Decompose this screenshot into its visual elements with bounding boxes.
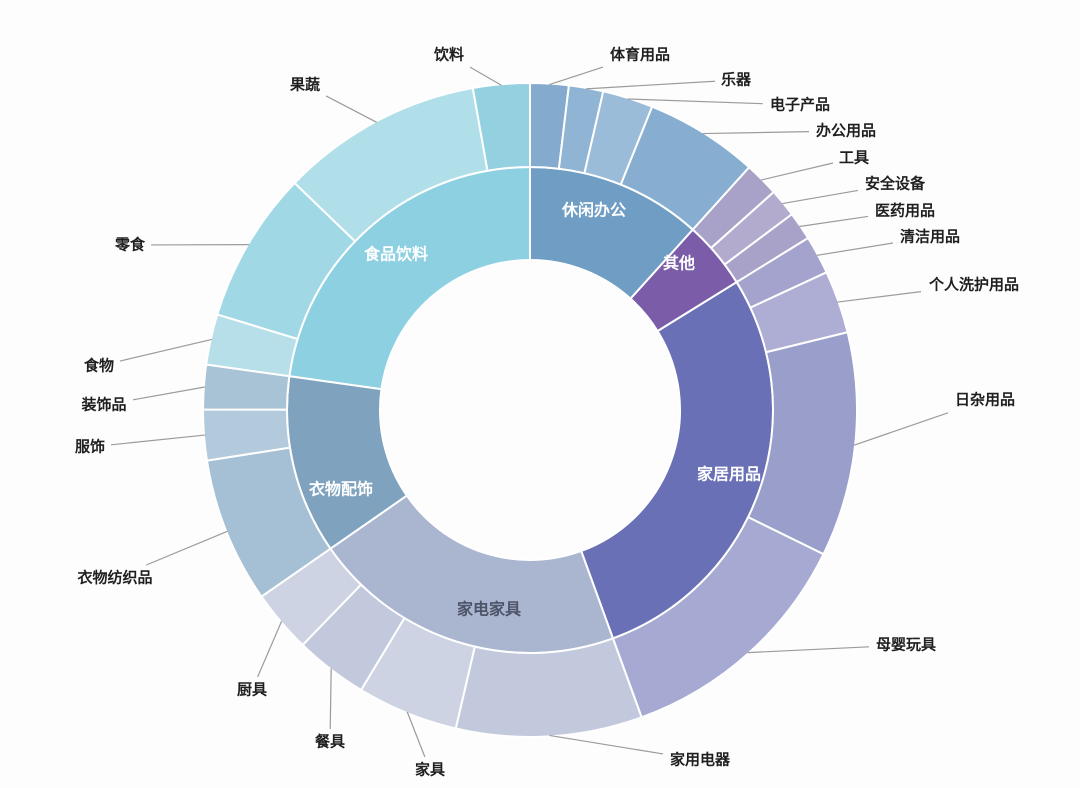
label-leader-line xyxy=(110,434,206,446)
label-leader-line xyxy=(816,242,894,256)
outer-segment-label: 餐具 xyxy=(315,733,345,751)
outer-segment-label: 母婴玩具 xyxy=(876,636,936,654)
label-leader-line xyxy=(329,668,332,730)
label-leader-line xyxy=(406,711,426,758)
label-leader-line xyxy=(146,530,228,566)
outer-segment-label: 家用电器 xyxy=(670,751,731,769)
outer-segment-label: 服饰 xyxy=(75,438,105,456)
inner-segment-label: 食品饮料 xyxy=(363,245,428,264)
label-leader-line xyxy=(585,80,716,90)
outer-segment-label: 乐器 xyxy=(721,71,752,89)
inner-segment-label: 其他 xyxy=(663,254,695,273)
outer-segment-label: 电子产品 xyxy=(770,96,830,114)
label-leader-line xyxy=(469,66,502,86)
outer-segment-label: 食物 xyxy=(84,357,114,375)
label-leader-line xyxy=(837,291,922,303)
inner-segment-label: 家居用品 xyxy=(697,465,761,484)
outer-segment-label: 零食 xyxy=(114,236,146,254)
label-leader-line xyxy=(760,162,834,181)
outer-segment-label: 家具 xyxy=(415,761,445,779)
label-leader-line xyxy=(627,98,764,105)
label-leader-line xyxy=(702,131,810,135)
outer-segment-label: 个人洗护用品 xyxy=(928,276,1019,294)
label-leader-line xyxy=(747,646,870,654)
inner-segment-label: 衣物配饰 xyxy=(309,480,373,499)
inner-segment-label: 家电家具 xyxy=(457,600,521,619)
outer-segment xyxy=(454,637,643,738)
label-leader-line xyxy=(549,734,664,755)
outer-segment-label: 工具 xyxy=(839,149,869,167)
label-leader-line xyxy=(119,338,212,362)
outer-segment-label: 果蔬 xyxy=(289,76,320,94)
outer-segment-label: 厨具 xyxy=(237,681,267,699)
label-leader-line xyxy=(257,620,283,678)
label-leader-line xyxy=(799,215,869,228)
inner-segment-label: 休闲办公 xyxy=(561,201,626,220)
label-leader-line xyxy=(325,95,377,123)
outer-segment-label: 装饰品 xyxy=(80,396,126,414)
outer-segment-label: 衣物纺织品 xyxy=(77,569,152,587)
outer-segment-label: 办公用品 xyxy=(816,122,876,140)
label-leader-line xyxy=(853,412,949,446)
label-leader-line xyxy=(549,66,604,86)
outer-segment-label: 饮料 xyxy=(433,46,464,64)
outer-segment-label: 清洁用品 xyxy=(900,228,960,246)
outer-segment-label: 医药用品 xyxy=(875,202,935,220)
outer-segment-label: 安全设备 xyxy=(865,175,926,193)
label-leader-line xyxy=(782,189,859,205)
outer-segment xyxy=(471,81,531,172)
outer-segment-label: 日杂用品 xyxy=(955,391,1015,409)
label-leader-line xyxy=(132,386,205,401)
outer-segment-label: 体育用品 xyxy=(610,46,670,64)
